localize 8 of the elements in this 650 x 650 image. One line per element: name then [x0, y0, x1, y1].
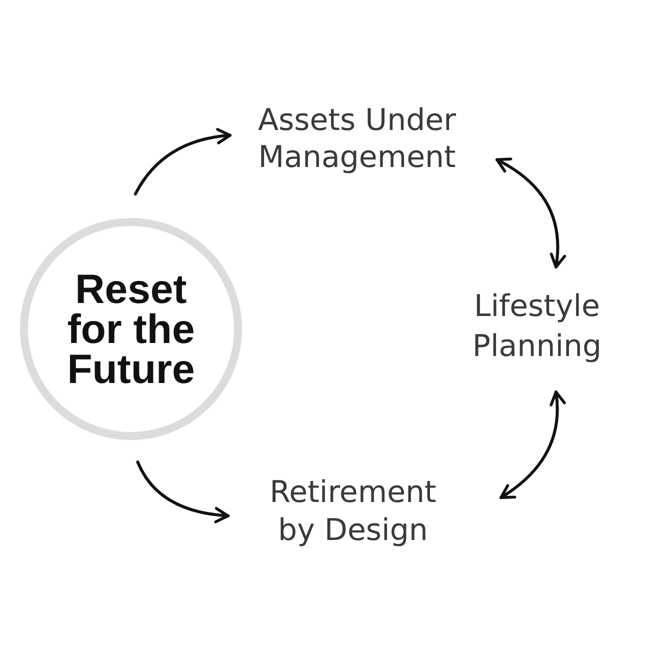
curved-arrow — [496, 158, 566, 268]
curved-arrow — [136, 460, 230, 523]
node-label: Lifestyle Planning — [469, 287, 605, 367]
node-label: Reset for the Future — [66, 269, 196, 389]
node-label: Retirement by Design — [265, 474, 441, 550]
curved-arrow — [500, 390, 566, 500]
node-label: Assets Under Management — [254, 102, 460, 176]
curved-arrow — [134, 128, 232, 196]
